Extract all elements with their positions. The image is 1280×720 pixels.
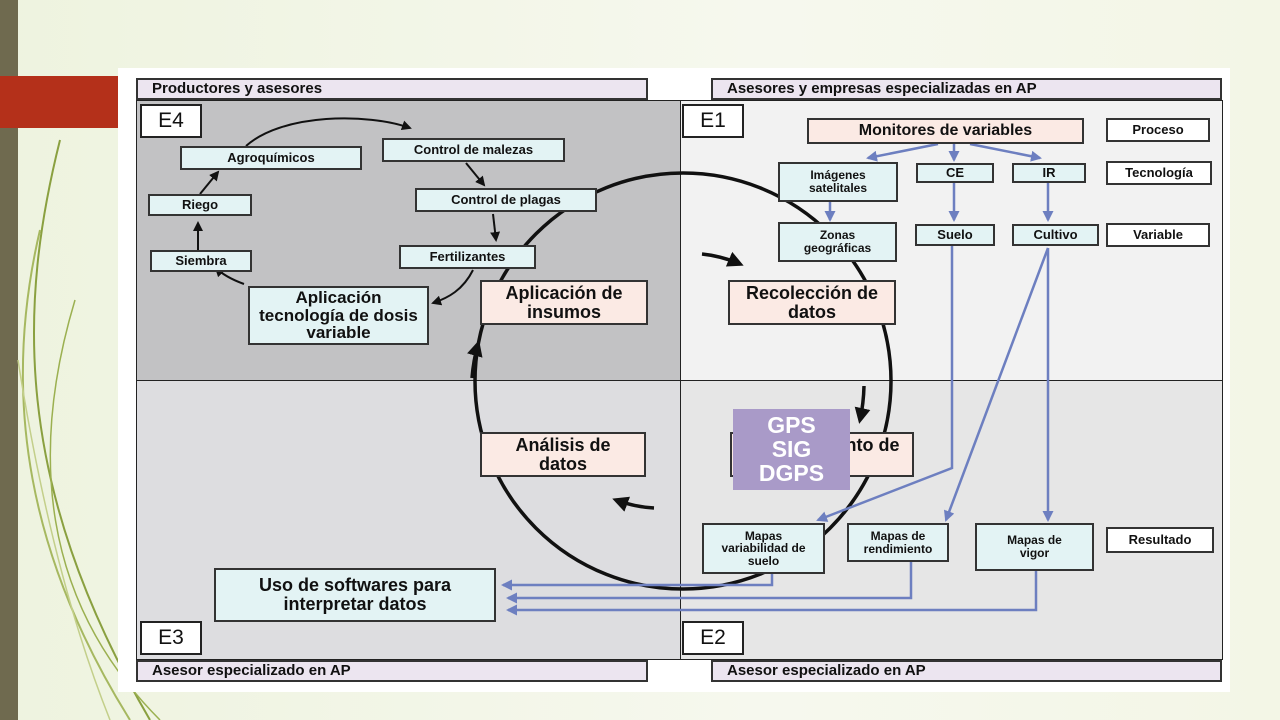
box-monitores-variables: Monitores de variables: [807, 118, 1084, 144]
legend-tecnologia: Tecnología: [1106, 161, 1212, 185]
box-ir: IR: [1012, 163, 1086, 183]
legend-proceso: Proceso: [1106, 118, 1210, 142]
box-fertilizantes: Fertilizantes: [399, 245, 536, 269]
center-gps: GPS: [767, 412, 816, 438]
box-agroquimicos: Agroquímicos: [180, 146, 362, 170]
box-mapas-suelo: Mapas variabilidad de suelo: [702, 523, 825, 574]
box-analisis-datos: Análisis de datos: [480, 432, 646, 477]
box-control-malezas: Control de malezas: [382, 138, 565, 162]
box-control-plagas: Control de plagas: [415, 188, 597, 212]
band-asesor-e2: Asesor especializado en AP: [711, 660, 1222, 682]
connector-arrows: [193, 117, 1054, 616]
label-e4: E4: [140, 104, 202, 138]
slide-accent-tab: [0, 76, 118, 128]
box-uso-softwares: Uso de softwares para interpretar datos: [214, 568, 496, 622]
slide-left-bar: [0, 0, 18, 720]
legend-resultado: Resultado: [1106, 527, 1214, 553]
band-asesor-e3: Asesor especializado en AP: [136, 660, 648, 682]
box-riego: Riego: [148, 194, 252, 216]
band-asesores-empresas: Asesores y empresas especializadas en AP: [711, 78, 1222, 100]
box-ce: CE: [916, 163, 994, 183]
box-aplicacion-insumos: Aplicación de insumos: [480, 280, 648, 325]
precision-agriculture-diagram: Productores y asesores Asesores y empres…: [118, 68, 1230, 692]
label-e2: E2: [682, 621, 744, 655]
center-dgps: DGPS: [758, 460, 825, 486]
box-mapas-vigor: Mapas de vigor: [975, 523, 1094, 571]
box-imagenes-satelitales: Imágenes satelitales: [778, 162, 898, 202]
box-aplicacion-tecnologia: Aplicación tecnología de dosis variable: [248, 286, 429, 345]
band-productores: Productores y asesores: [136, 78, 648, 100]
gps-sig-dgps-center: GPS SIG DGPS: [733, 409, 850, 490]
box-mapas-rendimiento: Mapas de rendimiento: [847, 523, 949, 562]
box-suelo: Suelo: [915, 224, 995, 246]
box-cultivo: Cultivo: [1012, 224, 1099, 246]
box-siembra: Siembra: [150, 250, 252, 272]
label-e1: E1: [682, 104, 744, 138]
legend-variable: Variable: [1106, 223, 1210, 247]
box-zonas-geograficas: Zonas geográficas: [778, 222, 897, 262]
label-e3: E3: [140, 621, 202, 655]
center-sig: SIG: [771, 436, 812, 462]
box-recoleccion-datos: Recolección de datos: [728, 280, 896, 325]
